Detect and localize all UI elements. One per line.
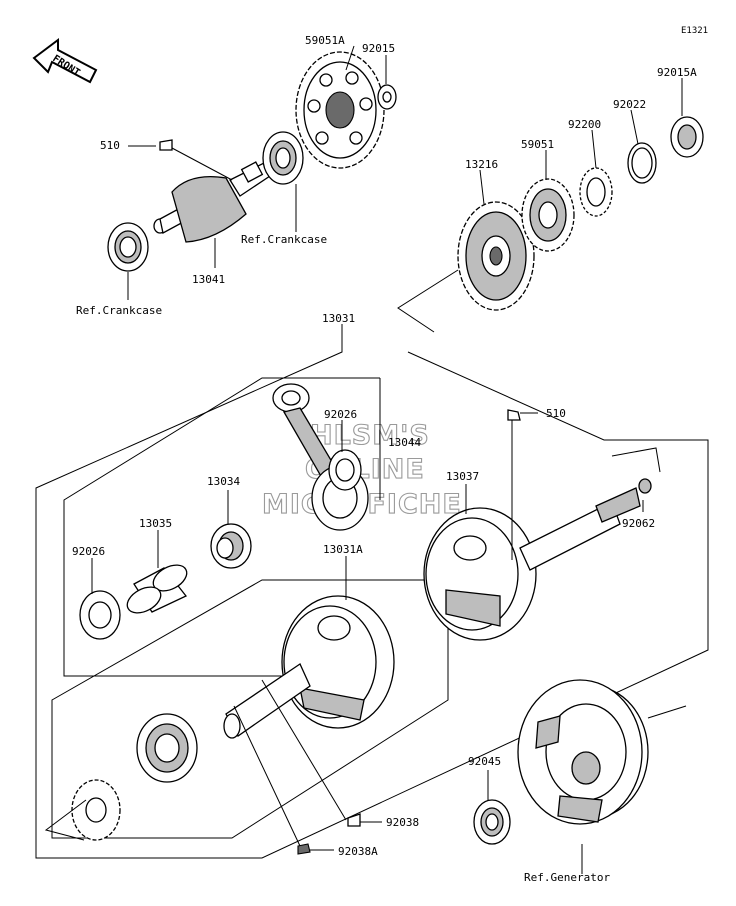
generator-rotor-part	[517, 679, 649, 825]
label-59051: 59051	[521, 138, 554, 151]
label-92022: 92022	[613, 98, 646, 111]
diagram-code: E1321	[681, 26, 708, 36]
assembly-frames	[35, 336, 709, 859]
label-13044: 13044	[388, 436, 421, 449]
part-labels: E1321 59051A 92015 92015A 92022 92200 59…	[72, 26, 708, 884]
label-510-top: 510	[100, 139, 120, 152]
label-92045: 92045	[468, 755, 501, 768]
label-92200: 92200	[568, 118, 601, 131]
watermark-line-1: HLSM'S	[310, 420, 430, 451]
front-arrow-icon: FRONT	[32, 38, 98, 84]
label-92026-b: 92026	[72, 545, 105, 558]
key-92038-part	[347, 813, 361, 827]
key-92038a-part	[297, 843, 311, 855]
shaft-right-part	[519, 487, 641, 571]
label-92038: 92038	[386, 816, 419, 829]
label-59051a: 59051A	[305, 34, 345, 47]
washer-92022-part	[627, 142, 657, 184]
shaft-left-part	[223, 663, 311, 739]
woodruff-key-top-part	[159, 139, 173, 151]
label-ref-crankcase-2: Ref.Crankcase	[76, 304, 162, 317]
sprocket-part	[71, 779, 121, 841]
label-13034: 13034	[207, 475, 240, 488]
label-13031: 13031	[322, 312, 355, 325]
balancer-shaft-part	[153, 161, 271, 243]
set-screw-part	[638, 478, 652, 494]
label-13035: 13035	[139, 517, 172, 530]
leader-lines	[91, 45, 683, 874]
bearing-92045-part	[473, 799, 511, 845]
label-13037: 13037	[446, 470, 479, 483]
woodruff-key-mid-part	[507, 409, 521, 421]
nut-92015-part	[377, 84, 397, 110]
flywheel-right-part	[423, 507, 537, 641]
washer-92200-part	[579, 167, 613, 217]
label-92015: 92015	[362, 42, 395, 55]
gear-13216-part	[457, 201, 535, 311]
label-92062: 92062	[622, 517, 655, 530]
thrust-washer-lower-part	[79, 590, 121, 640]
needle-bearing-part	[210, 523, 252, 569]
flywheel-left-part	[281, 595, 395, 729]
primary-gear-group	[397, 116, 704, 333]
crankshaft-right-group	[423, 409, 661, 641]
balancer-shaft-group	[107, 51, 397, 272]
connecting-rod-group	[79, 383, 369, 640]
crank-pin-part	[126, 564, 188, 614]
label-92026-a: 92026	[324, 408, 357, 421]
label-510-mid: 510	[546, 407, 566, 420]
gear-59051a-part	[295, 51, 385, 169]
label-13041: 13041	[192, 273, 225, 286]
nut-92015a-part	[670, 116, 704, 158]
thrust-washer-upper-part	[328, 449, 362, 491]
label-92015a: 92015A	[657, 66, 697, 79]
bearing-left-part	[107, 222, 149, 272]
bearing-lower-part	[136, 713, 198, 783]
gear-59051-part	[521, 178, 575, 252]
label-92038a: 92038A	[338, 845, 378, 858]
generator-rotor-group	[473, 679, 687, 845]
label-ref-generator: Ref.Generator	[524, 871, 610, 884]
bearing-right-part	[262, 131, 304, 185]
label-ref-crankcase-1: Ref.Crankcase	[241, 233, 327, 246]
crankshaft-left-group	[44, 595, 395, 855]
label-13216: 13216	[465, 158, 498, 171]
label-13031a: 13031A	[323, 543, 363, 556]
